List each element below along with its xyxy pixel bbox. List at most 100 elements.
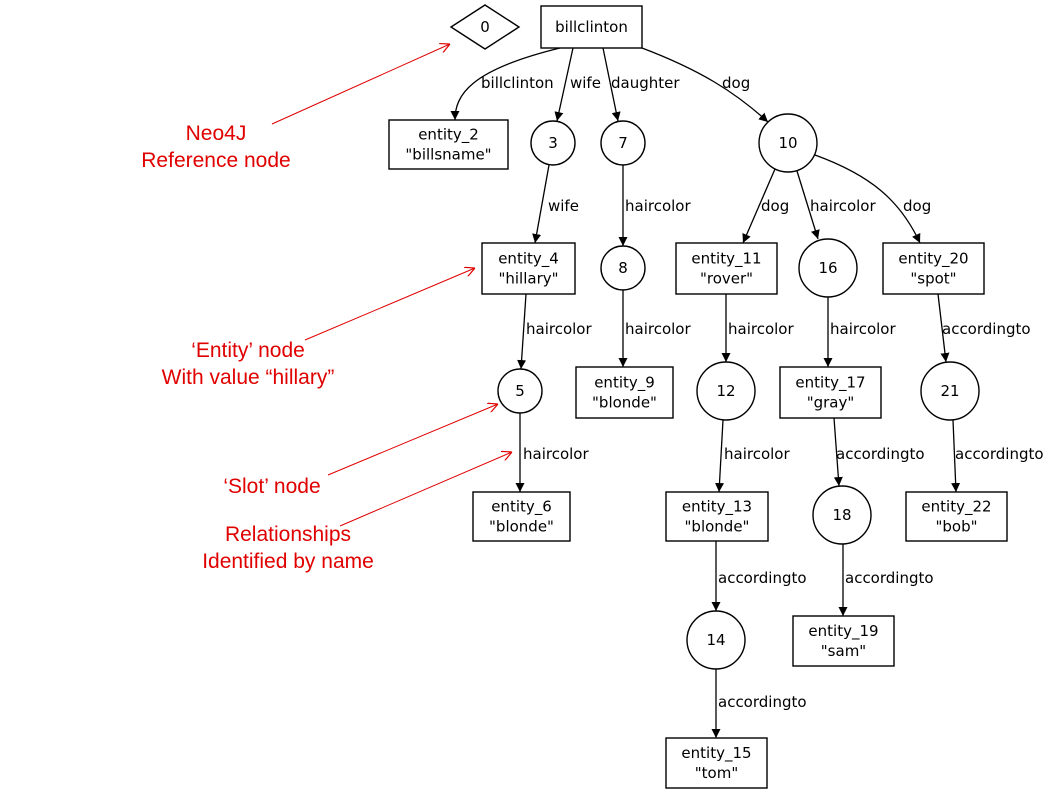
edge-label: dog [903, 197, 931, 215]
node-box [882, 242, 985, 295]
slot-node-circle [530, 120, 576, 166]
annotation-text: ‘Slot’ node [223, 475, 320, 498]
slot-node-n10: 10 [758, 113, 818, 173]
edge-label: wife [570, 74, 601, 92]
edge-arrow [833, 417, 843, 487]
node-label: entity_9 [594, 374, 655, 393]
slot-node-n8: 8 [600, 245, 646, 291]
annotation-pointer-arrow [304, 268, 475, 341]
node-label: billclinton [555, 18, 628, 36]
edge-label: accordingto [836, 445, 925, 463]
node-label: 3 [548, 134, 558, 152]
node-box [675, 242, 778, 295]
edge-arrow [937, 293, 950, 363]
edge-haircolor: haircolor [721, 294, 794, 362]
annotation-pointer-arrow [339, 452, 512, 527]
edge-label: accordingto [845, 569, 934, 587]
entity-node-entity-20: entity_20"spot" [882, 242, 985, 295]
edge-haircolor: haircolor [823, 297, 896, 367]
node-label: 16 [818, 259, 837, 277]
entity-node-entity-15: entity_15"tom" [665, 737, 768, 789]
node-label: entity_6 [491, 498, 552, 517]
edge-label: daughter [611, 74, 680, 92]
reference-node-label: 0 [480, 18, 490, 36]
edge-label: dog [722, 74, 750, 92]
annotation-text: Neo4J [186, 122, 247, 145]
node-value: "blonde" [685, 518, 750, 536]
slot-node-circle [686, 610, 746, 670]
node-label: 18 [832, 506, 851, 524]
edge-haircolor: haircolor [618, 290, 691, 367]
slot-node-n3: 3 [530, 120, 576, 166]
edge-wife: wife [532, 164, 579, 244]
edge-label: haircolor [724, 445, 790, 463]
slot-node-circle [812, 485, 872, 545]
slot-node-circle [758, 113, 818, 173]
edge-dog: dog [814, 154, 931, 244]
edge-arrow [742, 168, 776, 244]
annotation-pointer-arrow [271, 44, 450, 125]
edge-arrow [450, 47, 561, 121]
annotation-slot: ‘Slot’ node [223, 404, 498, 498]
annotation-pointer-arrow [327, 404, 498, 476]
entity-node-entity-2: entity_2"billsname" [388, 119, 509, 170]
slot-node-n12: 12 [696, 361, 756, 421]
node-value: "rover" [700, 270, 753, 288]
node-value: "hillary" [498, 270, 558, 288]
node-box [792, 615, 895, 667]
entity-node-entity-22: entity_22"bob" [905, 491, 1008, 542]
edge-dog: dog [742, 168, 789, 244]
annotation-text: Reference node [141, 149, 290, 172]
entity-node-entity-19: entity_19"sam" [792, 615, 895, 667]
edge-arrow [715, 419, 724, 493]
edge-accordingto: accordingto [937, 293, 1031, 363]
node-value: "tom" [695, 764, 738, 782]
node-value: "bob" [935, 518, 977, 536]
edge-arrow [814, 154, 921, 244]
node-box [481, 242, 576, 295]
node-label: entity_17 [795, 374, 865, 393]
edge-haircolor: haircolor [618, 165, 691, 246]
entity-node-entity-11: entity_11"rover" [675, 242, 778, 295]
annotation-text: ‘Entity’ node [191, 339, 305, 362]
node-box [779, 366, 882, 419]
edge-haircolor: haircolor [515, 413, 589, 492]
slot-node-circle [798, 238, 858, 298]
reference-node: 0 [449, 4, 521, 50]
node-value: "sam" [821, 642, 866, 660]
reference-node-diamond [449, 4, 521, 50]
node-box [575, 366, 674, 419]
edge-haircolor: haircolor [796, 170, 876, 240]
node-value: "blonde" [489, 518, 554, 536]
node-label: entity_13 [682, 498, 752, 517]
node-label: 14 [706, 631, 725, 649]
edge-label: accordingto [955, 445, 1044, 463]
edge-haircolor: haircolor [715, 419, 790, 493]
edge-label: haircolor [523, 445, 589, 463]
annotation-text: Relationships [225, 523, 351, 546]
node-label: entity_4 [498, 250, 559, 269]
edge-accordingto: accordingto [711, 541, 807, 611]
edge-label: accordingto [718, 693, 807, 711]
edge-accordingto: accordingto [711, 669, 807, 738]
edge-haircolor: haircolor [517, 293, 592, 370]
edge-arrow [641, 47, 769, 123]
edge-label: accordingto [942, 320, 1031, 338]
entity-node-entity-9: entity_9"blonde" [575, 366, 674, 419]
slot-node-n21: 21 [920, 361, 980, 421]
node-label: entity_2 [418, 126, 479, 145]
edge-arrow [602, 47, 621, 122]
node-box [665, 737, 768, 789]
edge-arrow [796, 170, 820, 240]
edge-label: haircolor [728, 320, 794, 338]
node-label: entity_15 [681, 744, 751, 763]
annotation-text: With value “hillary” [162, 366, 335, 389]
slot-node-circle [696, 361, 756, 421]
slot-node-circle [600, 245, 646, 291]
node-label: entity_22 [921, 498, 991, 517]
entity-node-entity-17: entity_17"gray" [779, 366, 882, 419]
